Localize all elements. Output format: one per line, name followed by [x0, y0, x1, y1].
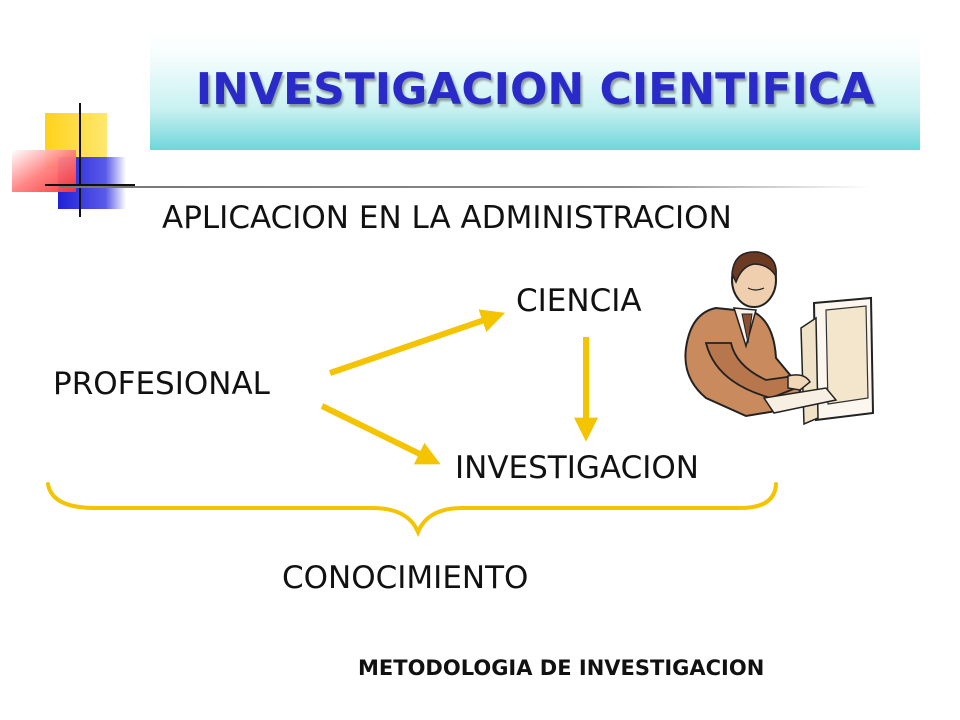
office-worker-clipart-icon: [684, 251, 875, 426]
footer-text: METODOLOGIA DE INVESTIGACION: [358, 656, 765, 680]
color-squares-decoration-icon: [12, 103, 135, 217]
node-ciencia: CIENCIA: [516, 283, 642, 319]
node-profesional: PROFESIONAL: [53, 366, 270, 402]
slide-subtitle: APLICACION EN LA ADMINISTRACION: [162, 200, 732, 236]
header-divider: [60, 186, 870, 188]
arrow-profesional-to-ciencia: [329, 309, 506, 376]
node-investigacion: INVESTIGACION: [455, 450, 699, 486]
curly-brace: [46, 482, 778, 538]
slide-title: INVESTIGACION CIENTIFICA: [195, 64, 875, 115]
arrow-profesional-to-investigacion: [320, 403, 441, 465]
title-banner: [150, 32, 920, 150]
node-conocimiento: CONOCIMIENTO: [282, 560, 529, 596]
